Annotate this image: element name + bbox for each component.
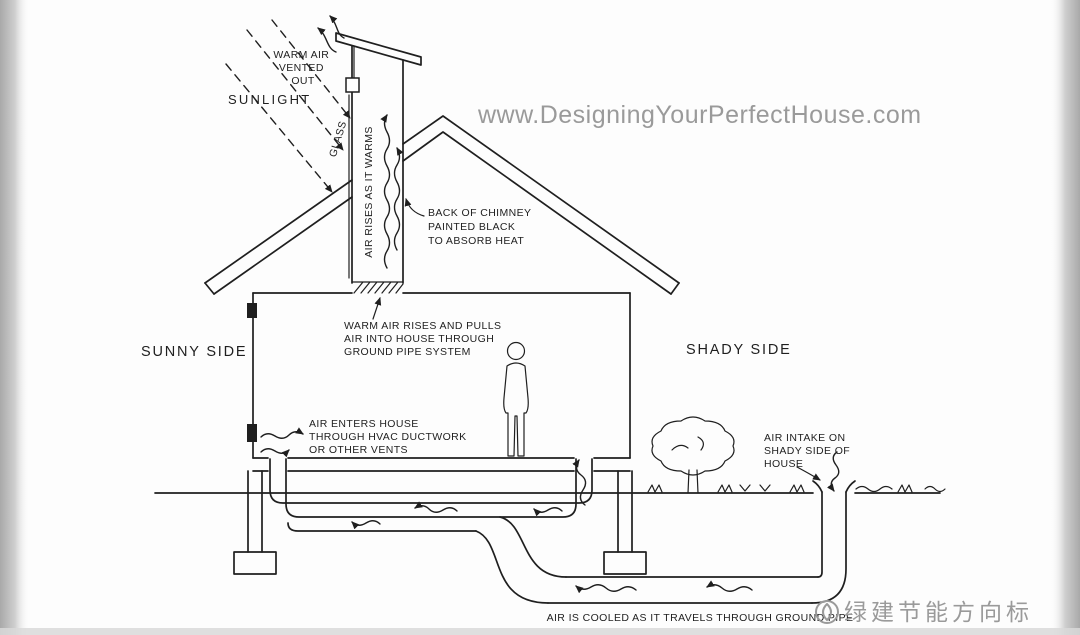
sunny-side-label: SUNNY SIDE: [141, 344, 247, 360]
cn-watermark-logo-icon: [815, 600, 839, 624]
person-silhouette: [503, 341, 529, 457]
tree: [651, 416, 735, 494]
air-intake-annotation: AIR INTAKE ON SHADY SIDE OF HOUSE: [764, 432, 853, 470]
solar-chimney: [335, 32, 422, 294]
bottom-page-edge: [0, 628, 1080, 635]
warm-air-vented-annotation: WARM AIR VENTED OUT: [273, 49, 332, 87]
air-enters-annotation: AIR ENTERS HOUSE THROUGH HVAC DUCTWORK O…: [309, 418, 470, 456]
left-page-edge: [0, 0, 30, 635]
air-rises-label: AIR RISES AS IT WARMS: [363, 126, 375, 258]
ground-pipe-system: [269, 458, 856, 604]
air-cooled-label: AIR IS COOLED AS IT TRAVELS THROUGH GROU…: [547, 612, 854, 624]
wall-vent-lower: [247, 424, 257, 442]
right-page-edge: [1050, 0, 1080, 635]
cn-watermark-text: 绿建节能方向标: [844, 599, 1033, 625]
back-of-chimney-annotation: BACK OF CHIMNEY PAINTED BLACK TO ABSORB …: [428, 207, 535, 247]
glass-label: GLASS: [327, 120, 349, 159]
shady-side-label: SHADY SIDE: [686, 342, 792, 358]
warm-air-rises-annotation: WARM AIR RISES AND PULLS AIR INTO HOUSE …: [344, 320, 505, 358]
site-watermark: www.DesigningYourPerfectHouse.com: [477, 101, 922, 129]
wall-vent-upper: [247, 303, 257, 318]
annotation-leaders: [372, 198, 821, 481]
sun-rays: [225, 19, 351, 193]
grass-tufts: [647, 484, 946, 493]
sunlight-label: SUNLIGHT: [228, 92, 311, 107]
house-outline: [204, 115, 680, 575]
chimney-opening-hatch: [351, 281, 404, 294]
chimney-damper: [345, 77, 360, 93]
cn-watermark: 绿建节能方向标: [815, 599, 1033, 625]
